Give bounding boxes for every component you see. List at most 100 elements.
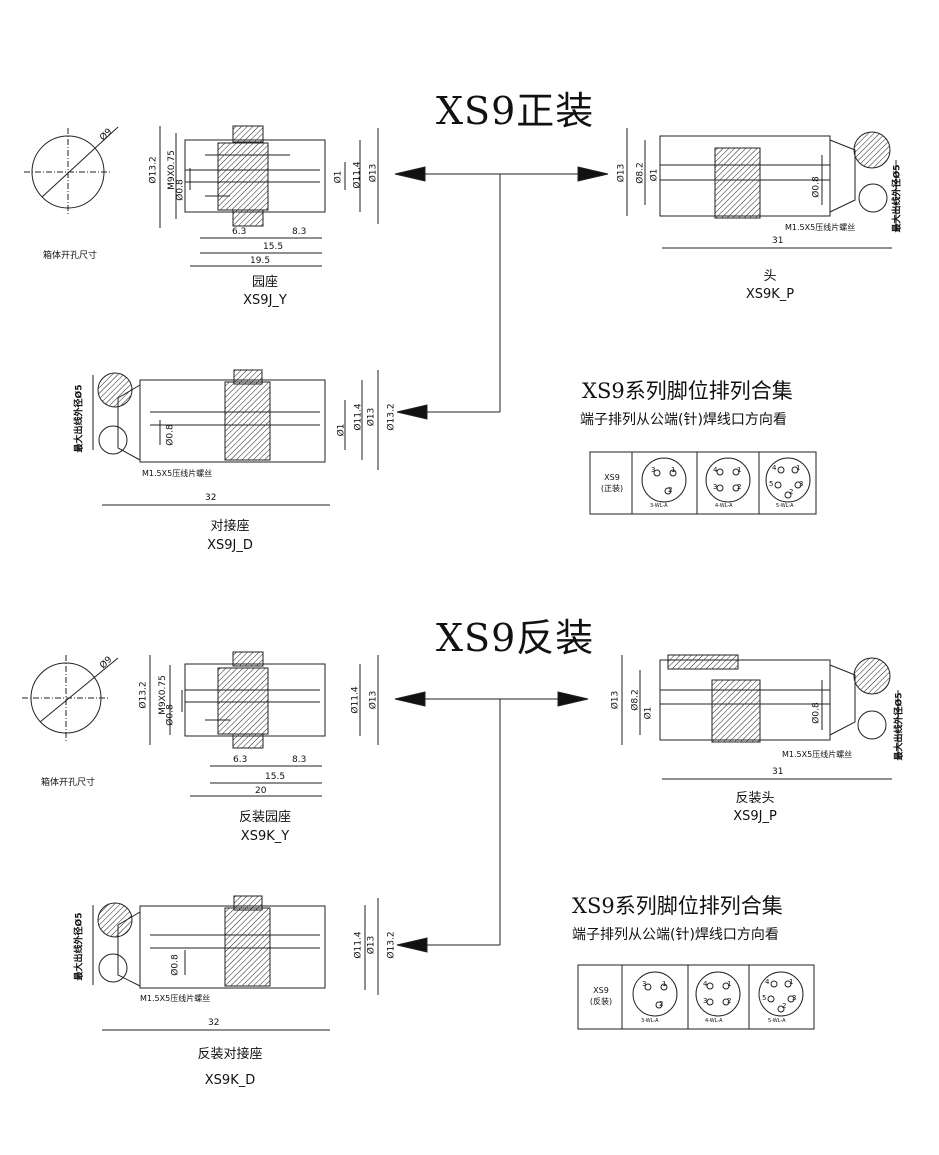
pinout1-row-label-line1: XS9 <box>604 473 620 482</box>
section1-pin-number: 3 <box>651 466 656 474</box>
pinout2-tag-3: 3-WL-A <box>641 1018 659 1024</box>
mating2-dim-d0-8: Ø0.8 <box>170 954 181 976</box>
mating1-dim-d1: Ø1 <box>336 423 347 437</box>
section1-pin-number: 2 <box>737 483 742 491</box>
plug1-dim-d8-2: Ø8.2 <box>635 162 646 184</box>
hole-label-2: 箱体开孔尺寸 <box>40 778 95 788</box>
pinout1-title: XS9系列脚位排列合集 <box>582 379 793 403</box>
section2-pin-number: 4 <box>765 978 770 986</box>
pinout2-title: XS9系列脚位排列合集 <box>572 894 783 918</box>
section1-title: XS9正装 <box>436 89 595 133</box>
section2-pin-number: 2 <box>782 1002 787 1010</box>
plug2-note: M1.5X5压线片螺丝 <box>782 750 853 759</box>
mating2-dim-32: 32 <box>208 1018 220 1028</box>
socket1-dim-6-3: 6.3 <box>232 227 247 237</box>
pinout1-row-label-line2: (正装) <box>600 484 624 493</box>
socket2-dim-8-3: 8.3 <box>292 755 307 765</box>
plug2-dim-d13: Ø13 <box>610 690 621 710</box>
mating1-dim-32: 32 <box>205 493 217 503</box>
section2-pin-number: 2 <box>727 997 732 1005</box>
section2-pin-number: 1 <box>727 980 732 988</box>
hole-label-1: 箱体开孔尺寸 <box>42 251 97 261</box>
pinout1-subtitle: 端子排列从公端(针)焊线口方向看 <box>580 412 787 428</box>
socket1-code: XS9J_Y <box>243 293 287 308</box>
section2-pin-number: 2 <box>659 1000 664 1008</box>
plug2-dim-d1: Ø1 <box>643 706 654 720</box>
mating1-dim-d13: Ø13 <box>366 407 377 427</box>
plug1-dim-d13: Ø13 <box>616 163 627 183</box>
section2-title: XS9反装 <box>436 616 595 660</box>
section2-pin-number: 5 <box>762 994 767 1002</box>
socket1-dim-d13-2: Ø13.2 <box>148 156 159 184</box>
socket1-dim-d11-4: Ø11.4 <box>352 161 363 189</box>
mating2-note: M1.5X5压线片螺丝 <box>140 994 211 1003</box>
mating2-dim-d11-4: Ø11.4 <box>353 931 364 959</box>
socket2-dim-15-5: 15.5 <box>265 772 286 782</box>
plug1-note: M1.5X5压线片螺丝 <box>785 223 856 232</box>
section2-pin-number: 1 <box>662 980 667 988</box>
pinout2-row-label: XS9 (反装) <box>582 985 620 1007</box>
mating2-code: XS9K_D <box>204 1073 256 1088</box>
mating1-dim-d13-2: Ø13.2 <box>386 403 397 431</box>
section1-pin-number: 2 <box>668 486 673 494</box>
plug2-code: XS9J_P <box>733 809 777 824</box>
mating1-name: 对接座 <box>210 519 250 534</box>
panel-hole-drawing-2 <box>22 655 119 741</box>
section1-pin-number: 5 <box>769 480 774 488</box>
section2-pin-number: 4 <box>703 980 708 988</box>
pinout-table-2 <box>577 964 815 1030</box>
connection-arrows-2 <box>394 691 589 953</box>
pinout1-tag-3: 3-WL-A <box>650 503 668 509</box>
pinout-table-1 <box>589 451 817 515</box>
socket2-dim-20: 20 <box>255 786 267 796</box>
plug1-dim-d0-8: Ø0.8 <box>811 176 822 198</box>
mating1-note: M1.5X5压线片螺丝 <box>142 469 213 478</box>
section1-pin-number: 3 <box>799 480 804 488</box>
section1-pin-number: 3 <box>713 483 718 491</box>
pinout2-tag-5: 5-WL-A <box>768 1018 786 1024</box>
socket2-name: 反装园座 <box>238 810 291 825</box>
section2-pin-number: 3 <box>642 980 647 988</box>
socket-drawing-2 <box>149 651 379 797</box>
socket1-dim-d0-8: Ø0.8 <box>175 179 186 201</box>
pinout2-row-label-line1: XS9 <box>593 986 609 995</box>
section2-pin-number: 1 <box>789 978 794 986</box>
section1-pin-number: 4 <box>772 464 777 472</box>
plug1-dim-31: 31 <box>772 236 784 246</box>
plug2-dim-31: 31 <box>772 767 784 777</box>
section1-pin-number: 1 <box>737 466 742 474</box>
pinout1-tag-5: 5-WL-A <box>776 503 794 509</box>
socket-drawing-1 <box>159 125 379 267</box>
mating-drawing-1 <box>92 369 379 506</box>
socket1-dim-d1: Ø1 <box>333 170 344 184</box>
section1-pin-number: 1 <box>796 464 801 472</box>
mating2-name: 反装对接座 <box>197 1047 263 1062</box>
plug2-dim-d8-2: Ø8.2 <box>630 689 641 711</box>
mating2-dim-d13: Ø13 <box>366 935 377 955</box>
pinout1-tag-4: 4-WL-A <box>715 503 733 509</box>
pinout1-row-label: XS9 (正装) <box>594 472 630 494</box>
plug1-code: XS9K_P <box>745 287 795 302</box>
socket2-dim-d13-2: Ø13.2 <box>138 681 149 709</box>
mating-drawing-2 <box>92 895 379 1031</box>
pinout2-row-label-line2: (反装) <box>589 997 613 1006</box>
socket1-name: 园座 <box>251 275 278 290</box>
plug2-name: 反装头 <box>735 791 775 806</box>
socket2-code: XS9K_Y <box>240 829 290 844</box>
socket1-dim-d13: Ø13 <box>368 163 379 183</box>
plug2-max-cable: 最大出线外径Ø5 <box>894 692 905 761</box>
plug-drawing-1 <box>626 128 897 249</box>
mating2-max-cable: 最大出线外径Ø5 <box>74 912 85 981</box>
plug1-name: 头 <box>763 269 777 284</box>
socket2-dim-d13: Ø13 <box>368 690 379 710</box>
socket2-dim-6-3: 6.3 <box>233 755 248 765</box>
socket1-dim-19-5: 19.5 <box>250 256 271 266</box>
plug1-dim-d1: Ø1 <box>649 168 660 182</box>
socket2-dim-d11-4: Ø11.4 <box>350 686 361 714</box>
mating1-dim-d0-8: Ø0.8 <box>165 424 176 446</box>
mating1-dim-d11-4: Ø11.4 <box>353 403 364 431</box>
mating1-code: XS9J_D <box>207 538 253 553</box>
socket1-dim-8-3: 8.3 <box>292 227 307 237</box>
pinout2-subtitle: 端子排列从公端(针)焊线口方向看 <box>572 927 779 943</box>
